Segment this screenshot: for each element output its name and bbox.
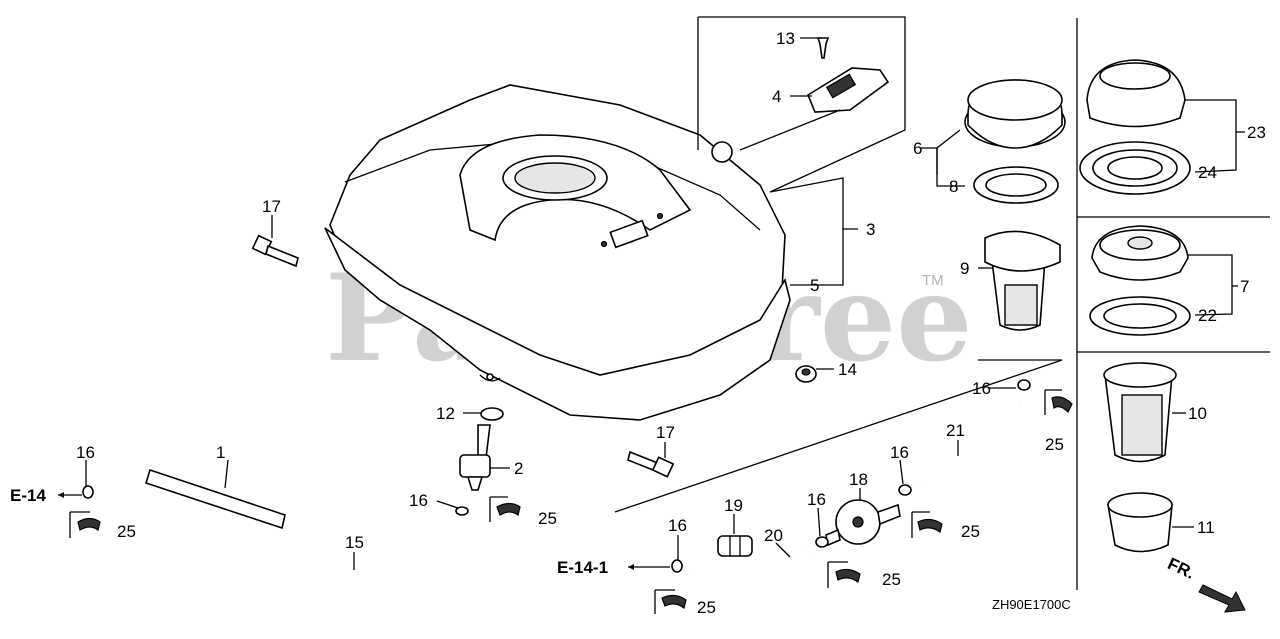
callout-10: 10 (1188, 404, 1207, 423)
reference-arrows (58, 492, 670, 570)
callout-25-valve: 25 (538, 509, 557, 528)
callout-12: 12 (436, 404, 455, 423)
callout-24: 24 (1198, 163, 1217, 182)
callout-17-bottom: 17 (656, 423, 675, 442)
callout-17-top: 17 (262, 197, 281, 216)
strainer-cup-11[interactable] (1107, 492, 1173, 553)
callout-16-mid: 16 (807, 490, 826, 509)
fuel-strainer-9[interactable] (984, 230, 1061, 331)
joint-19[interactable] (717, 535, 753, 557)
callout-16-filter: 16 (890, 443, 909, 462)
callout-15: 15 (345, 533, 364, 552)
callout-19: 19 (724, 496, 743, 515)
watermark-trademark: TM (922, 272, 944, 289)
callout-25-right: 25 (1045, 435, 1064, 454)
callout-25-filter: 25 (961, 522, 980, 541)
callout-5: 5 (810, 276, 819, 295)
fuel-cap-23[interactable] (1086, 59, 1186, 128)
callout-25-mid: 25 (882, 570, 901, 589)
fuel-cap-gasket[interactable] (973, 166, 1059, 204)
section-dividers (614, 18, 1270, 590)
fuel-gauge-assembly[interactable] (697, 16, 906, 193)
callout-13: 13 (776, 29, 795, 48)
fuel-cap-7[interactable] (1091, 225, 1189, 281)
callout-21: 21 (946, 421, 965, 440)
ref-e14[interactable]: E-14 (10, 486, 46, 505)
callout-1: 1 (216, 443, 225, 462)
fuel-tank[interactable] (324, 84, 791, 421)
flange-bolt-17-bottom[interactable] (627, 450, 675, 478)
callout-16-valve: 16 (409, 491, 428, 510)
callout-16-bottom: 16 (668, 516, 687, 535)
callout-16-right: 16 (972, 379, 991, 398)
fuel-tube-21[interactable] (917, 401, 1023, 489)
callout-25-bottom: 25 (697, 598, 716, 617)
flange-bolt-17-top[interactable] (251, 234, 299, 268)
callout-11: 11 (1197, 518, 1215, 537)
callout-16-left: 16 (76, 443, 95, 462)
grommet-14[interactable] (795, 365, 817, 383)
callout-numbers: 13 4 3 5 6 8 9 23 24 7 22 10 11 17 14 12… (76, 29, 1266, 617)
cap-gasket-22[interactable] (1089, 296, 1191, 336)
callout-3: 3 (866, 220, 875, 239)
fuel-strainer-10[interactable] (1103, 362, 1177, 463)
callout-18: 18 (849, 470, 868, 489)
front-direction-label: FR. (1165, 554, 1198, 583)
callout-14: 14 (838, 360, 857, 379)
hose-clip-16[interactable] (82, 379, 1031, 573)
callout-25-left: 25 (117, 522, 136, 541)
callout-9: 9 (960, 259, 969, 278)
fuel-cap[interactable] (964, 79, 1066, 149)
callout-6: 6 (913, 139, 922, 158)
front-direction-arrow: FR. (1165, 554, 1246, 613)
callout-4: 4 (772, 87, 781, 106)
callout-2: 2 (514, 459, 523, 478)
ref-e14-1[interactable]: E-14-1 (557, 558, 608, 577)
callout-23: 23 (1247, 123, 1266, 142)
fuel-valve-2[interactable] (459, 424, 491, 491)
cap-gasket-24[interactable] (1079, 141, 1191, 195)
leader-lines (85, 37, 1245, 570)
callout-22: 22 (1198, 306, 1217, 325)
fuel-tube-15[interactable] (94, 493, 467, 576)
fuel-filter-18[interactable] (825, 499, 901, 547)
diagram-code: ZH90E1700C (992, 597, 1071, 612)
callout-8: 8 (949, 177, 958, 196)
washer-12[interactable] (480, 407, 504, 421)
fuel-tube-20[interactable] (693, 548, 812, 581)
clip-symbol-25 (69, 389, 1073, 614)
callout-7: 7 (1240, 277, 1249, 296)
fuel-hose-1[interactable] (145, 468, 286, 530)
callout-20: 20 (764, 526, 783, 545)
